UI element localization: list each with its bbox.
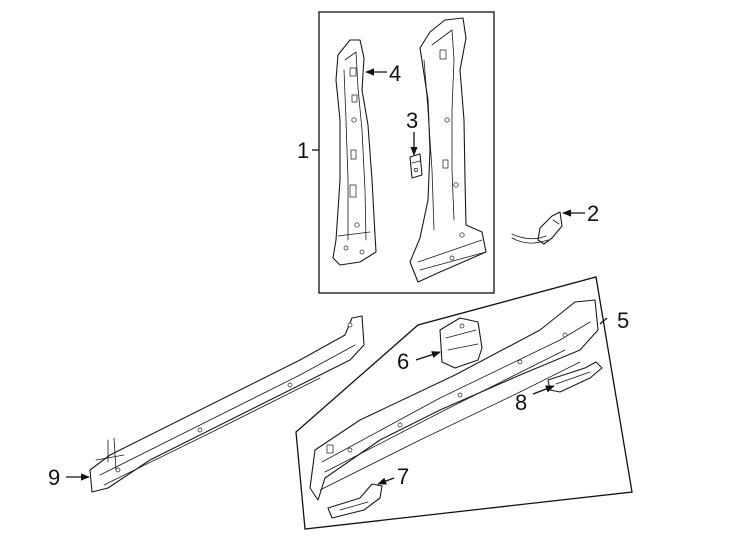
group-5-frame xyxy=(295,276,633,530)
rocker-reinforcement-part-9[interactable] xyxy=(89,315,365,493)
leader-7 xyxy=(377,477,395,485)
bracket-part-8[interactable] xyxy=(547,361,603,393)
callout-1: 1 xyxy=(297,138,309,163)
leader-5 xyxy=(599,317,608,325)
callout-2: 2 xyxy=(587,201,599,226)
callout-5: 5 xyxy=(617,308,629,333)
bracket-part-7[interactable] xyxy=(327,483,383,519)
leader-6 xyxy=(415,351,441,361)
callout-4: 4 xyxy=(389,61,401,86)
callout-8: 8 xyxy=(515,390,527,415)
group-1-frame xyxy=(318,11,495,294)
callout-9: 9 xyxy=(48,465,60,490)
callout-6: 6 xyxy=(397,349,409,374)
reinforcement-part-6[interactable] xyxy=(439,317,483,369)
callout-7: 7 xyxy=(397,464,409,489)
leader-8 xyxy=(532,385,555,395)
pillar-inner-part-4[interactable] xyxy=(332,39,377,266)
rocker-panel-part-5[interactable] xyxy=(309,299,599,501)
callout-3: 3 xyxy=(406,108,418,133)
bracket-part-3[interactable] xyxy=(409,153,423,179)
clip-part-2[interactable] xyxy=(511,211,563,245)
pillar-outer-part-1[interactable] xyxy=(409,17,487,283)
